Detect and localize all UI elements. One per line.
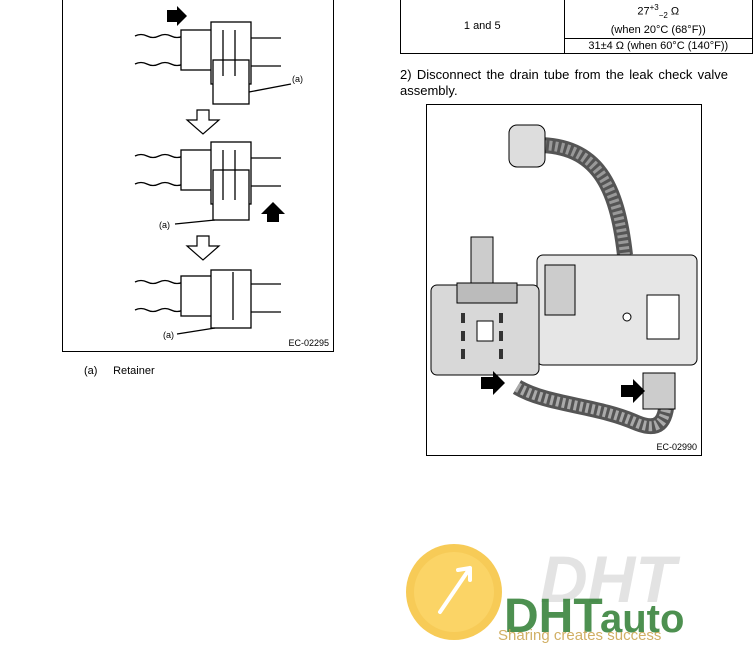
svg-text:DHT: DHT — [540, 542, 680, 616]
resistance-spec-table: 1 and 5 27+3−2 Ω (when 20°C (68°F)) 31±4… — [400, 0, 753, 54]
instruction-step: 2) Disconnect the drain tube from the le… — [400, 67, 728, 98]
retainer-figure: (a) (a) — [62, 0, 334, 352]
down-arrow-icon — [185, 235, 221, 261]
terminal-cell: 1 and 5 — [400, 0, 565, 54]
valve-illustration — [427, 105, 701, 455]
disconnect-arrow-icon — [621, 379, 645, 403]
legend-key: (a) — [84, 365, 98, 377]
svg-text:DHT: DHT — [504, 590, 603, 643]
callout-a-3: (a) — [163, 330, 174, 340]
legend-label: Retainer — [113, 365, 155, 377]
up-arrow-icon — [261, 202, 285, 222]
resistance-20c-cell: 27+3−2 Ω (when 20°C (68°F)) — [563, 0, 753, 39]
retainer-illustration: (a) (a) — [134, 6, 303, 340]
down-arrow-icon — [185, 109, 221, 135]
push-arrow-icon — [167, 6, 187, 26]
leak-check-valve-figure: EC-02990 — [426, 104, 702, 456]
callout-a-2: (a) — [159, 220, 170, 230]
watermark-logo: DHT DHT auto Sharing creates success — [400, 540, 753, 645]
watermark-tagline: Sharing creates success — [498, 627, 661, 644]
disconnect-arrow-icon — [481, 371, 505, 395]
svg-text:auto: auto — [600, 597, 684, 641]
resistance-60c-cell: 31±4 Ω (when 60°C (140°F)) — [563, 37, 753, 54]
dhtauto-logo: DHT DHT auto Sharing creates success — [406, 542, 684, 644]
figure-code: EC-02295 — [288, 338, 329, 348]
figure-code: EC-02990 — [656, 442, 697, 452]
callout-a-1: (a) — [292, 74, 303, 84]
figure-legend: (a) Retainer — [84, 365, 155, 377]
